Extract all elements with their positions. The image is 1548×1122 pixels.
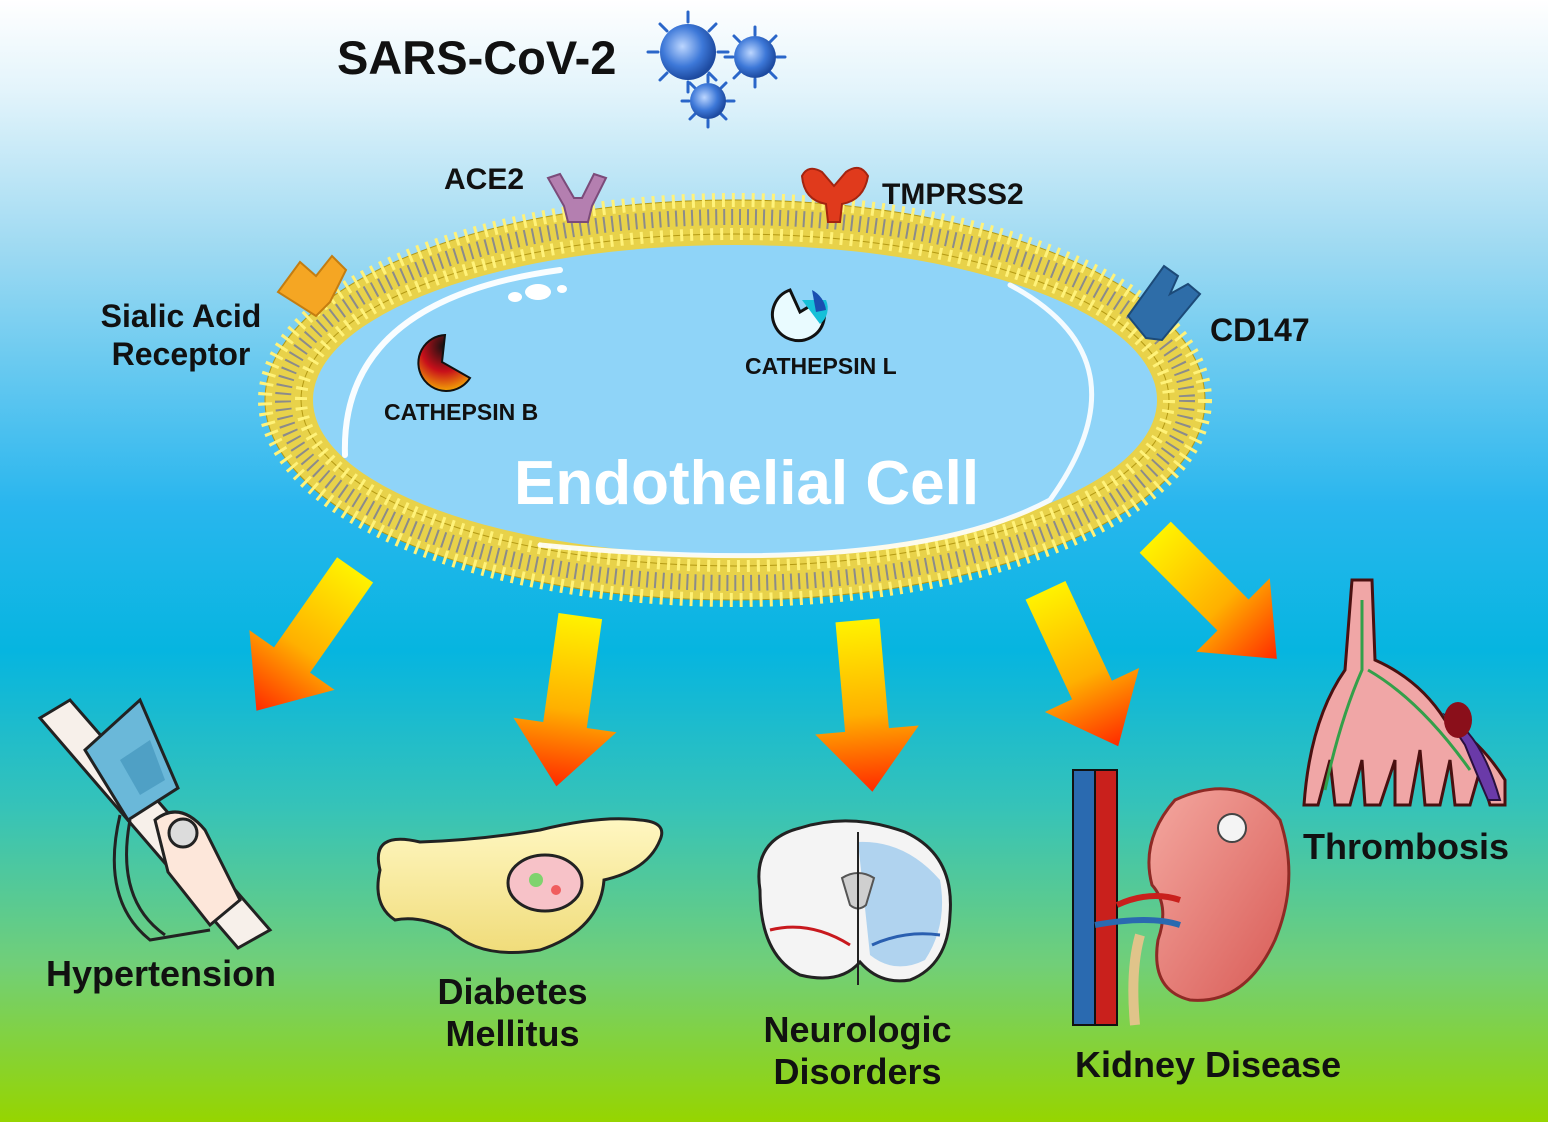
sialic-acid-receptor-icon (276, 254, 348, 318)
kidney-disease-label: Kidney Disease (1075, 1044, 1342, 1085)
sialic-line-2: Receptor (111, 335, 251, 372)
cell-cytoplasm (313, 245, 1157, 555)
neurologic-disorders-label: Neurologic Disorders (750, 1009, 965, 1094)
cathepsin-b-label: CATHEPSIN B (384, 399, 539, 425)
virus-title: SARS-CoV-2 (337, 31, 617, 84)
diabetes-line-1: Diabetes (437, 971, 588, 1012)
arrow-to-diabetes (504, 608, 632, 794)
ace2-label: ACE2 (444, 163, 525, 196)
tmprss2-receptor-icon (800, 166, 870, 223)
tmprss2-label: TMPRSS2 (882, 178, 1024, 211)
sialic-line-1: Sialic Acid (100, 298, 262, 334)
kidney-icon (1072, 769, 1291, 1026)
neuro-line-1: Neurologic (763, 1009, 952, 1050)
arrow-to-hypertension (213, 540, 398, 741)
ace2-receptor-icon (546, 172, 608, 223)
blood-pressure-cuff-icon (37, 697, 273, 950)
diabetes-line-2: Mellitus (445, 1013, 580, 1055)
arrow-to-kidney (998, 568, 1166, 769)
cell-name-label: Endothelial Cell (514, 449, 980, 518)
cathepsin-b-icon (417, 333, 472, 392)
endothelial-cell (258, 193, 1212, 607)
diabetes-mellitus-label: Diabetes Mellitus (420, 971, 605, 1056)
sialic-acid-receptor-label: Sialic Acid Receptor (96, 298, 266, 374)
cd147-label: CD147 (1210, 312, 1310, 348)
arrow-to-thrombosis (1118, 500, 1314, 696)
pancreas-icon (376, 817, 664, 954)
neuro-line-2: Disorders (773, 1051, 942, 1093)
brain-icon (757, 819, 952, 985)
thrombosis-label: Thrombosis (1303, 826, 1510, 867)
hypertension-label: Hypertension (46, 953, 277, 994)
blood-vessel-icon (1302, 578, 1507, 807)
cathepsin-l-icon (771, 288, 828, 342)
cd147-receptor-icon (1126, 264, 1202, 342)
cathepsin-l-label: CATHEPSIN L (745, 353, 897, 379)
virus-icon (646, 10, 787, 129)
arrow-to-neurologic (805, 615, 925, 797)
